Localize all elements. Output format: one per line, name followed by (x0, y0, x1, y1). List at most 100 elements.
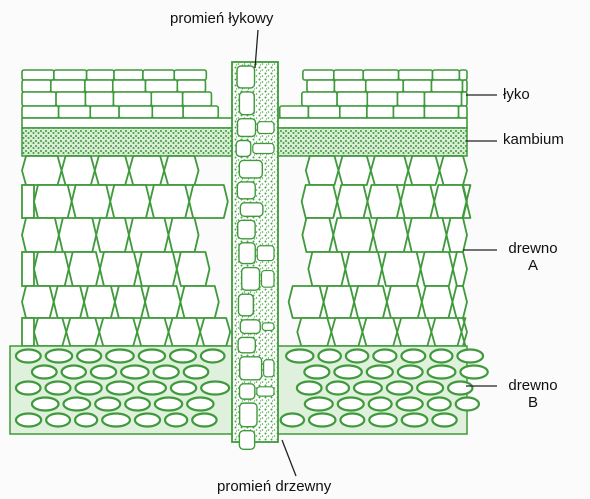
wood-b-cell (45, 382, 70, 395)
wood-a-cell (408, 156, 439, 185)
wood-b-cell (46, 350, 72, 363)
label-wood-a: drewno A (503, 240, 563, 274)
wood-b-cell (286, 350, 313, 363)
wood-a-cell (446, 218, 467, 252)
ray-cell (262, 323, 274, 331)
wood-b-cell (432, 414, 456, 427)
wood-b-cell (184, 366, 209, 379)
wood-a-cell (200, 318, 230, 346)
wood-a-cell (382, 252, 421, 286)
label-wood-a-line1: drewno (503, 240, 563, 257)
wood-a-cell (169, 318, 201, 346)
wood-a-cell (129, 156, 164, 185)
wood-b-cell (398, 366, 423, 379)
wood-b-cell (91, 366, 116, 379)
phloem-cell (177, 80, 205, 92)
wood-a-cell (34, 318, 66, 346)
wood-b-cell (46, 414, 70, 427)
wood-b-cell (16, 350, 41, 363)
wood-a-cell (150, 185, 189, 218)
wood-a-cell (461, 318, 467, 346)
wood-a-cell (22, 218, 59, 252)
wood-a-cell (115, 286, 145, 318)
phloem-cell (403, 80, 431, 92)
phloem-cell (114, 70, 143, 80)
ray-cell (240, 203, 263, 217)
wood-b-cell (139, 350, 165, 363)
phloem-cell (22, 70, 54, 80)
wood-a-cell (397, 318, 431, 346)
wood-a-cell (354, 286, 387, 318)
wood-b-cell (354, 382, 382, 395)
phloem-cell (85, 92, 113, 106)
wood-a-cell (72, 185, 111, 218)
ray-cell (258, 122, 274, 134)
wood-a-cell (306, 156, 339, 185)
wood-b-cell (327, 382, 349, 395)
phloem-cell (54, 70, 87, 80)
phloem-cell (113, 80, 146, 92)
wood-a-cell (22, 156, 62, 185)
wood-a-cell (333, 218, 373, 252)
wood-a-cell (34, 252, 69, 286)
wood-a-cell (22, 185, 34, 218)
phloem-cell (334, 70, 363, 80)
wood-a-cell (297, 318, 331, 346)
phloem-cell (59, 106, 91, 118)
ray-cell (239, 92, 254, 115)
phloem-cell (398, 92, 425, 106)
phloem-cell (146, 80, 178, 92)
ray-cell (238, 119, 256, 137)
wood-b-cell (201, 350, 225, 363)
label-phloem-ray: promień łykowy (170, 10, 273, 27)
wood-a-cell (34, 185, 72, 218)
wood-a-cell (22, 252, 34, 286)
phloem-cell (308, 106, 339, 118)
phloem-cell (119, 106, 152, 118)
phloem-cell (56, 92, 85, 106)
wood-a-cell (110, 185, 150, 218)
wood-a-cell (168, 218, 198, 252)
wood-a-cell (371, 156, 408, 185)
wood-a-cell (367, 185, 400, 218)
phloem-cell (307, 80, 334, 92)
phloem-cell (424, 92, 461, 106)
wood-a-cell (421, 252, 453, 286)
wood-a-cell (362, 318, 397, 346)
wood-a-cell (387, 286, 422, 318)
phloem-cell (90, 106, 119, 118)
wood-a-cell (95, 156, 129, 185)
ray-column (232, 62, 278, 449)
label-wood-b-line2: B (503, 394, 563, 411)
wood-b-cell (154, 366, 179, 379)
wood-b-cell (367, 366, 393, 379)
phloem-cell (367, 92, 397, 106)
wood-a-cell (422, 286, 453, 318)
wood-b-cell (125, 398, 150, 411)
phloem-cell (183, 92, 212, 106)
wood-b-cell (16, 382, 40, 395)
phloem-cell (113, 92, 151, 106)
wood-b-cell (428, 398, 451, 411)
label-phloem: łyko (503, 86, 530, 103)
wood-a-cell (337, 185, 367, 218)
phloem-cell (462, 92, 467, 106)
label-wood-ray: promień drzewny (217, 478, 331, 495)
wood-b-cell (402, 414, 428, 427)
label-cambium: kambium (503, 131, 564, 148)
phloem-cell (393, 106, 424, 118)
phloem-cell (459, 70, 467, 80)
wood-a-cell (138, 252, 177, 286)
wood-a-cell (308, 252, 345, 286)
wood-b-cell (201, 382, 229, 395)
wood-b-cell (340, 414, 364, 427)
wood-a-cell (338, 156, 370, 185)
wood-a-cell (62, 156, 95, 185)
wood-b-cell (373, 350, 396, 363)
phloem-cell (85, 80, 113, 92)
phloem-cell (424, 106, 458, 118)
wood-b-cell (334, 366, 361, 379)
wood-a-cell (289, 286, 324, 318)
wood-a-cell (84, 286, 115, 318)
